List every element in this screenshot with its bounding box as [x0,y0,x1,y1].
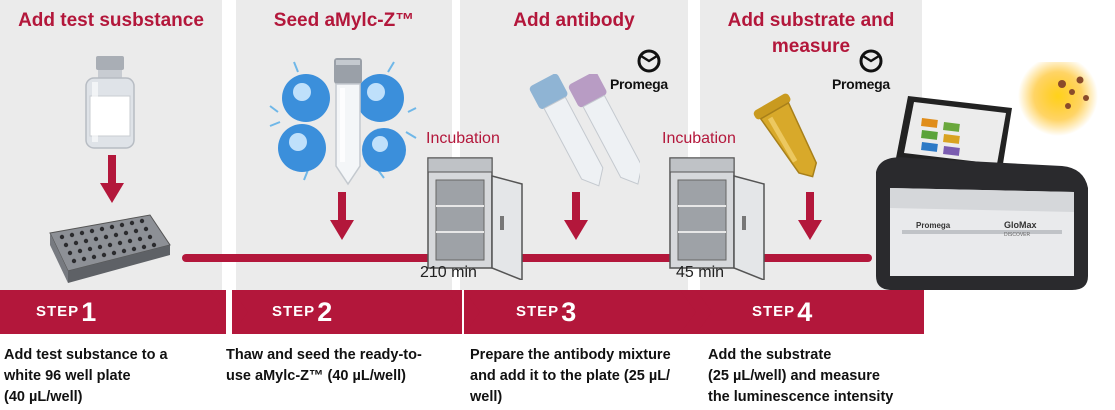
step2-description-line: Thaw and seed the ready-to- [226,347,422,363]
step-bar-3 [464,290,696,334]
step-label-2: STEP2 [272,290,332,334]
down-arrow-icon [330,192,354,240]
step3-description-line: Prepare the antibody mixture [470,347,671,363]
step4-title-line1: Add substrate and [727,10,895,31]
incubator-icon [669,157,765,280]
promega-brand-label: Promega [832,76,890,92]
incubation-label-2: Incubation [662,130,736,147]
promega-brand-label: Promega [610,76,668,92]
down-arrow-icon [100,155,124,203]
well-plate-icon [49,214,171,283]
step-label-1: STEP1 [36,290,96,334]
step1-description-line: (40 µL/well) [4,389,83,405]
luminometer-icon: Promega GloMax DISCOVER [876,62,1098,290]
step-number: 3 [561,297,577,327]
incubation-time-1: 210 min [420,264,477,281]
down-arrow-icon [564,192,588,240]
cells-icon [269,61,417,181]
antibody-tubes-icon [529,74,640,187]
step4-description-line: Add the substrate [708,347,832,363]
step-label-4: STEP4 [752,290,812,334]
incubator-icon [427,157,523,280]
step1-description: Add test substance to a white 96 well pl… [4,345,168,408]
step2-title: Seed aMylc-Z™ [273,10,415,31]
step4-title-line2: measure [771,36,851,57]
step-word: STEP [752,303,796,320]
cryo-tube-icon [334,58,362,186]
step-word: STEP [272,303,316,320]
promega-logo-icon [859,49,883,73]
step3-title: Add antibody [513,10,635,31]
step-bar-1 [0,290,226,334]
step2-description: Thaw and seed the ready-to- use aMylc-Z™… [226,345,422,387]
step-bar-4 [696,290,924,334]
substrate-tube-icon [753,93,818,178]
instrument-model-label: GloMax [1004,220,1037,230]
step-number: 4 [797,297,813,327]
step4-description-line: (25 µL/well) and measure [708,368,880,384]
step4-description-line: the luminescence intensity [708,389,894,405]
step1-description-line: Add test substance to a [4,347,168,363]
step-bar-2 [232,290,462,334]
promega-logo-icon [637,49,661,73]
step-label-3: STEP3 [516,290,576,334]
instrument-brand-label: Promega [916,221,951,230]
step1-description-line: white 96 well plate [4,368,131,384]
down-arrow-icon [798,192,822,240]
step-number: 1 [81,297,97,327]
vial-icon [85,56,135,149]
step4-description: Add the substrate (25 µL/well) and measu… [708,345,893,408]
step3-description: Prepare the antibody mixture and add it … [470,345,671,408]
step3-description-line: and add it to the plate (25 µL/ [470,368,671,384]
timeline-bar [182,254,872,262]
incubation-label-1: Incubation [426,130,500,147]
step2-description-line: use aMylc-Z™ (40 µL/well) [226,368,406,384]
step1-title: Add test susbstance [18,10,204,31]
step-word: STEP [516,303,560,320]
instrument-submodel-label: DISCOVER [1004,232,1031,238]
step-word: STEP [36,303,80,320]
step3-description-line: well) [470,389,503,405]
step-number: 2 [317,297,333,327]
incubation-time-2: 45 min [676,264,725,281]
step4-title: Add substrate and measure [700,8,922,60]
